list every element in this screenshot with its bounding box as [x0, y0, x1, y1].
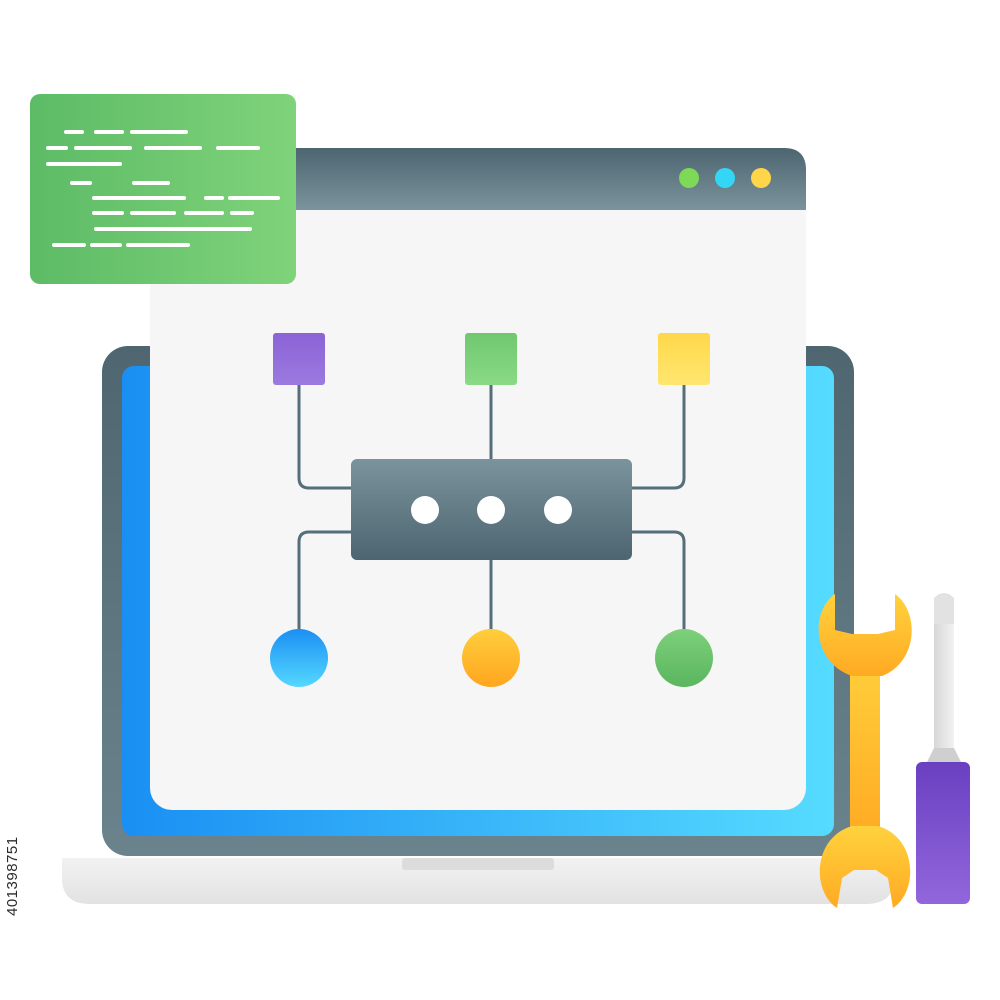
wrench-bottom-head: [819, 826, 911, 908]
node-square-green: [465, 333, 517, 385]
hub-dot: [411, 496, 439, 524]
wrench-icon: [818, 594, 912, 908]
window-header: [150, 148, 806, 210]
wrench-shaft: [850, 640, 880, 840]
node-square-yellow: [658, 333, 710, 385]
window-dot-green: [679, 168, 699, 188]
laptop-notch: [402, 858, 554, 870]
connector-lines: [297, 385, 686, 632]
node-circle-blue: [270, 629, 328, 687]
screwdriver-shaft: [934, 624, 954, 750]
hub-dot: [477, 496, 505, 524]
code-panel: [30, 94, 296, 284]
window-dot-cyan: [715, 168, 735, 188]
screwdriver-tip: [934, 593, 954, 624]
wrench-top-head: [818, 594, 912, 676]
laptop-base: [62, 858, 894, 904]
node-square-purple: [273, 333, 325, 385]
screwdriver-handle: [916, 762, 970, 904]
code-lines: [46, 130, 280, 247]
stock-id-label: 401398751: [4, 836, 21, 916]
hub-dot: [544, 496, 572, 524]
network-hub-icon: [270, 333, 713, 687]
screwdriver-collar: [926, 748, 962, 764]
code-snippet-icon: [30, 94, 296, 284]
node-circle-green: [655, 629, 713, 687]
node-circle-orange: [462, 629, 520, 687]
screwdriver-icon: [916, 593, 970, 904]
window-dot-yellow: [751, 168, 771, 188]
